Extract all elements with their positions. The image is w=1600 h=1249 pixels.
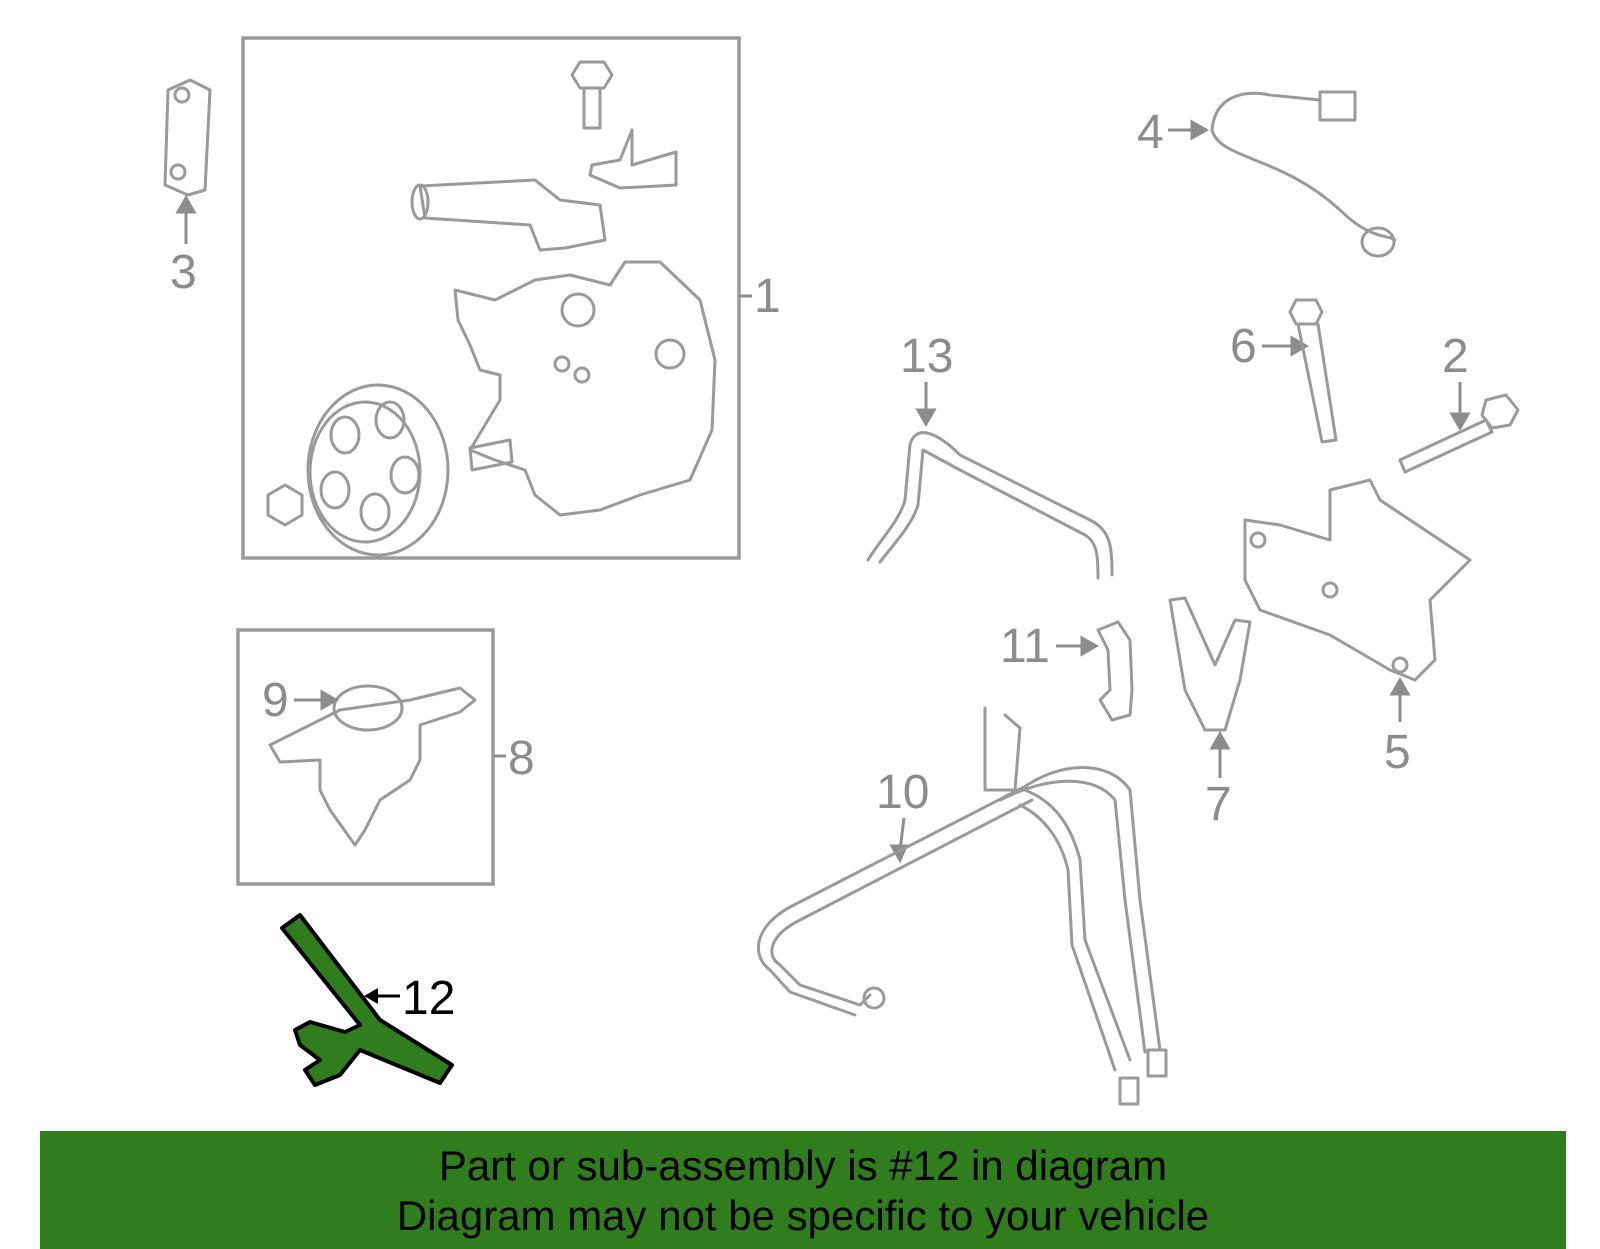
- callout-3: 3: [170, 246, 197, 299]
- part-12-hose-highlighted[interactable]: 12: [280, 913, 455, 1087]
- part-5-bracket[interactable]: 5: [1243, 478, 1472, 779]
- callout-8: 8: [508, 732, 535, 785]
- part-12-shape: [280, 913, 454, 1087]
- callout-12: 12: [402, 972, 455, 1025]
- part-13-hose[interactable]: 13: [866, 330, 1114, 580]
- pump-assembly-frame: [241, 36, 741, 560]
- reservoir-body: [268, 686, 477, 847]
- callout-5: 5: [1384, 726, 1411, 779]
- pump-pulley: [306, 383, 450, 557]
- pump-body: [453, 260, 717, 517]
- part-3-bracket[interactable]: 3: [163, 78, 212, 299]
- callout-9: 9: [262, 674, 289, 727]
- part-11-clip[interactable]: 11: [1000, 620, 1134, 722]
- part-2-bolt[interactable]: 2: [1398, 330, 1520, 474]
- info-banner: Part or sub-assembly is #12 in diagram D…: [40, 1131, 1566, 1249]
- part-7-bracket[interactable]: 7: [1168, 596, 1252, 831]
- pump-bolt: [570, 60, 614, 130]
- reservoir-frame: [236, 628, 495, 886]
- pump-small-bracket: [588, 128, 678, 190]
- part-4-sensor[interactable]: 4: [1137, 90, 1397, 258]
- callout-13: 13: [900, 330, 953, 383]
- reservoir-assembly-group[interactable]: 8 9: [236, 628, 535, 886]
- callout-4: 4: [1137, 106, 1164, 159]
- callout-11: 11: [1000, 620, 1050, 673]
- callout-2: 2: [1442, 330, 1469, 383]
- part-10-hose-assembly[interactable]: 10: [756, 706, 1168, 1106]
- callout-6: 6: [1230, 320, 1257, 373]
- pump-fitting: [418, 178, 607, 252]
- banner-line-1: Part or sub-assembly is #12 in diagram: [438, 1142, 1168, 1189]
- banner-line-2: Diagram may not be specific to your vehi…: [396, 1192, 1210, 1239]
- pump-assembly-group[interactable]: 1: [241, 36, 781, 560]
- pulley-nut: [266, 483, 304, 527]
- callout-10: 10: [876, 766, 929, 819]
- callout-7: 7: [1205, 778, 1232, 831]
- callout-1: 1: [754, 270, 781, 323]
- part-6-bolt[interactable]: 6: [1230, 298, 1338, 444]
